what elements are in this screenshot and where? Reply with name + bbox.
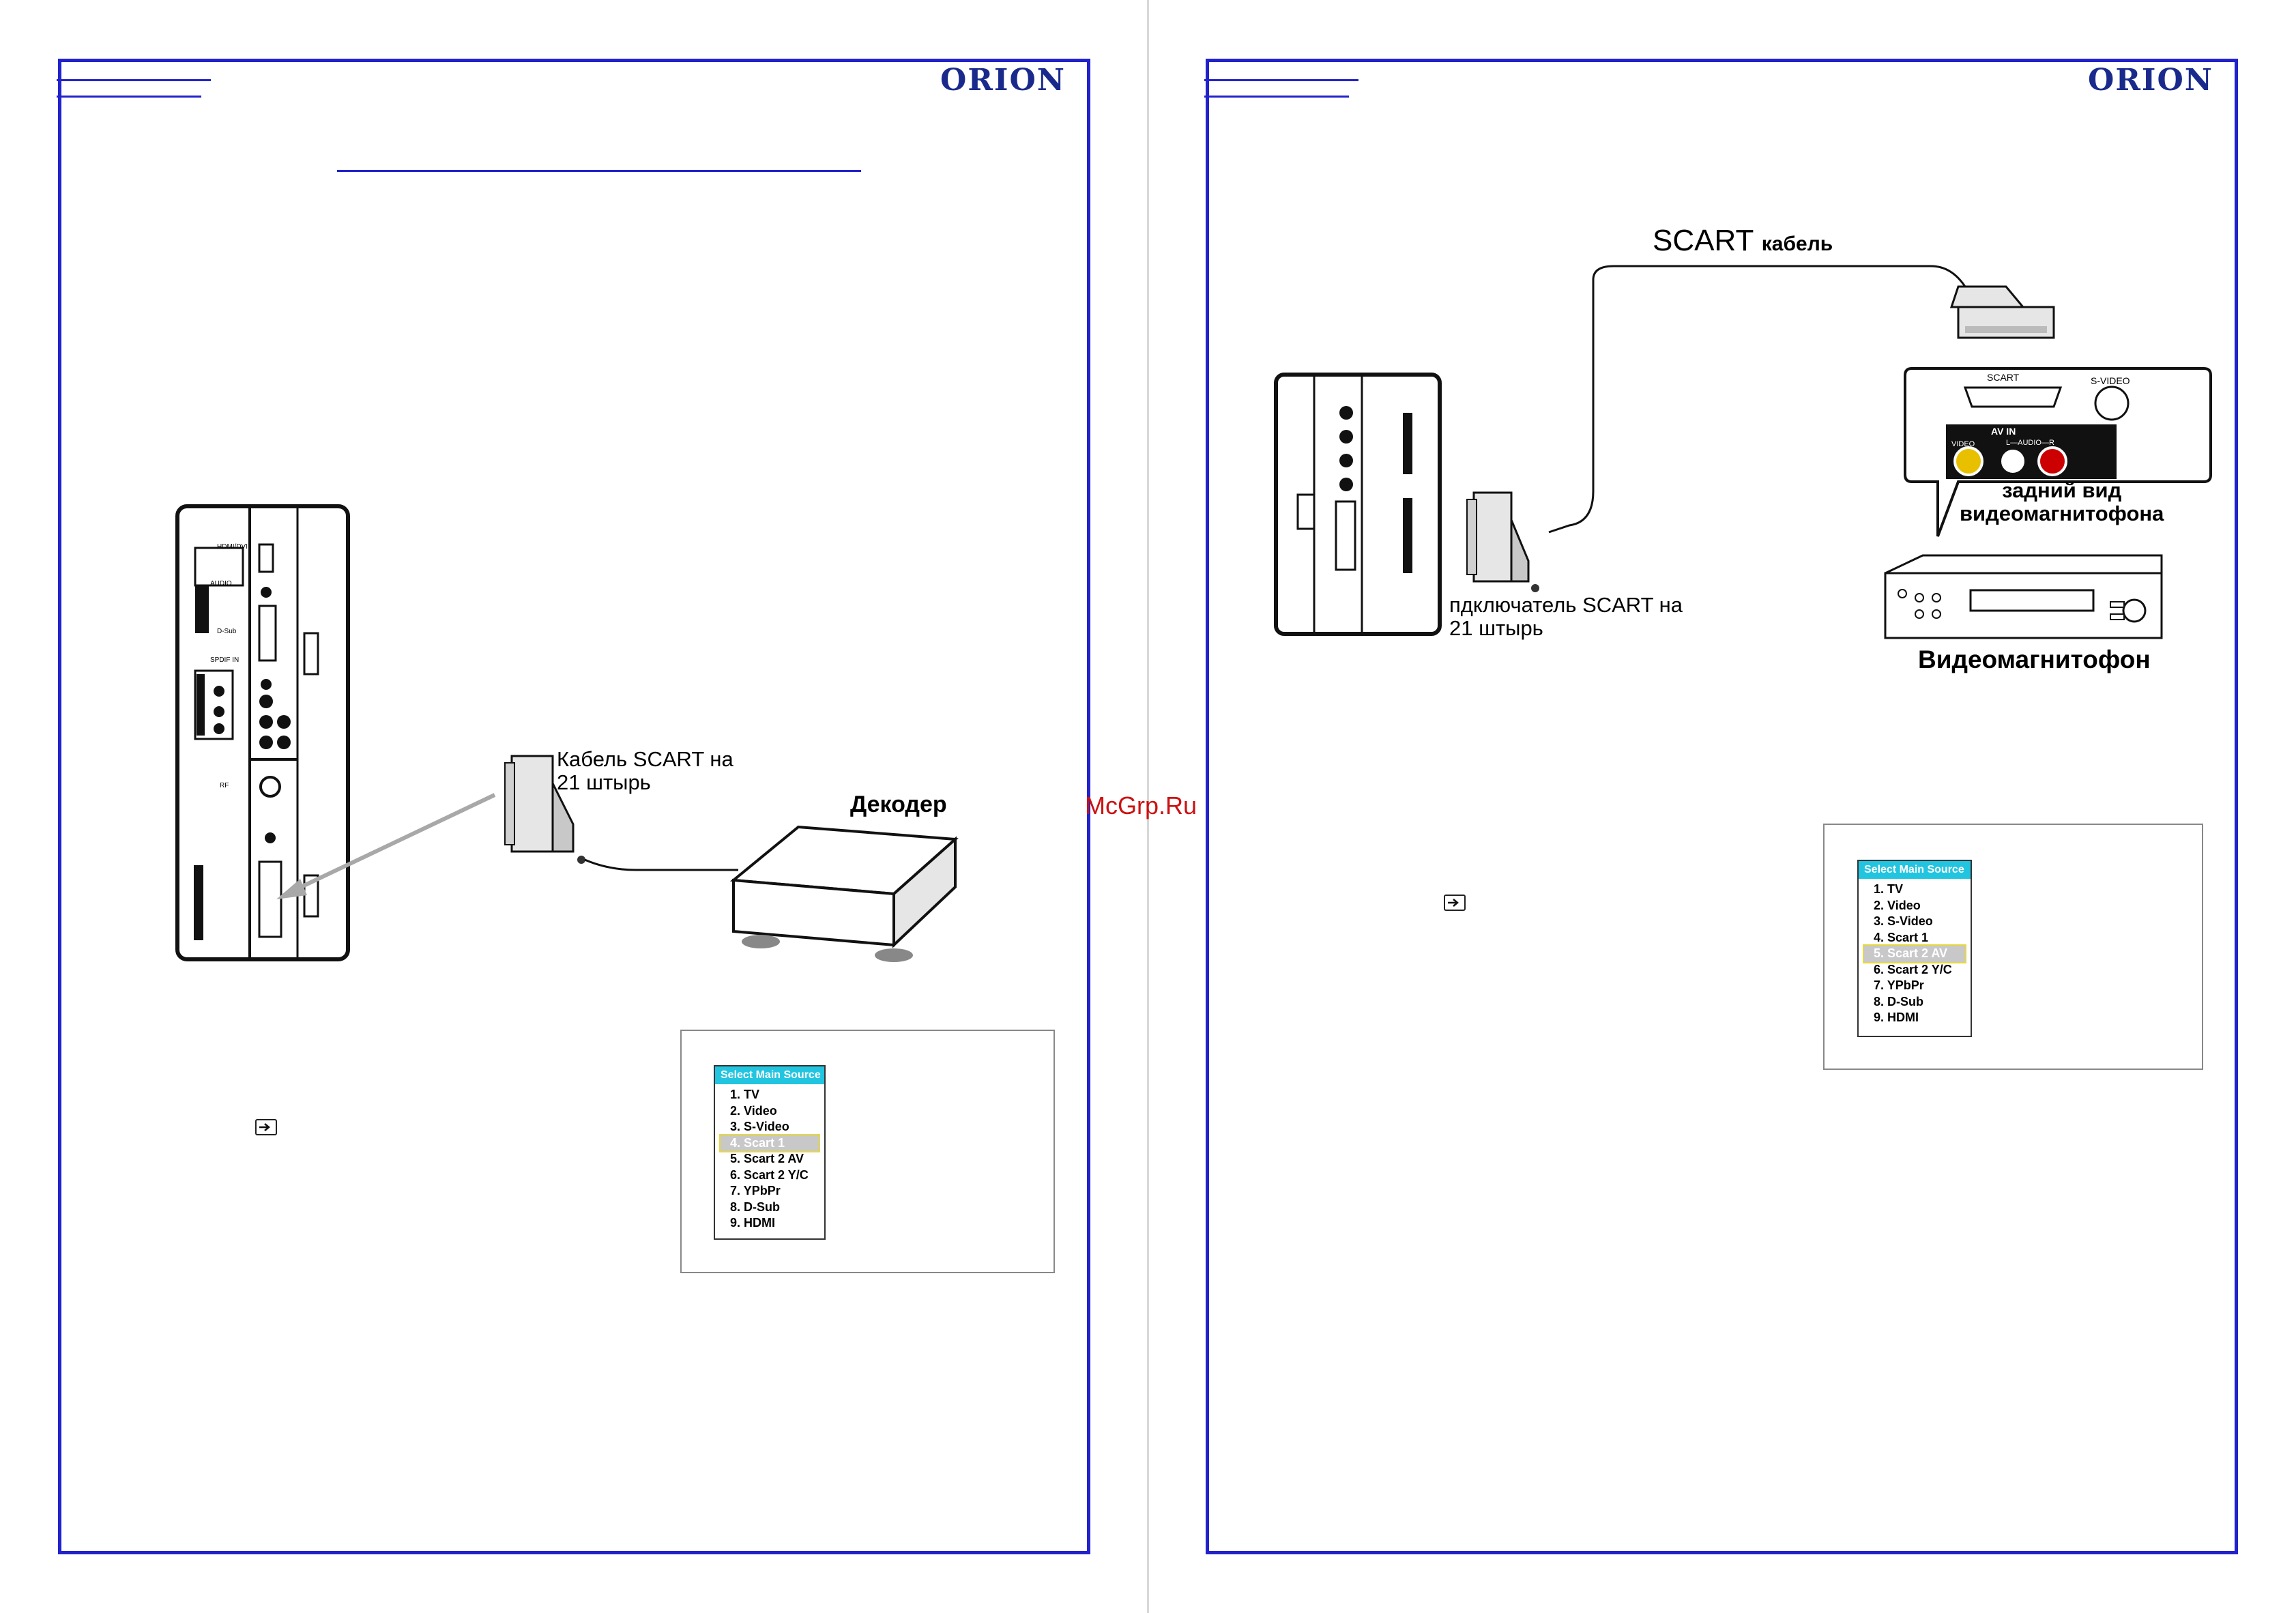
right-header-rule-2 xyxy=(1204,96,1349,98)
page-divider xyxy=(1147,0,1149,1613)
vcr-rear-view-label: задний вид видеомагнитофона xyxy=(1960,478,2164,525)
tv-label-audio: AUDIO xyxy=(210,580,232,587)
scart-cable-label: SCART кабель xyxy=(1653,224,1833,258)
scart-plug-top xyxy=(1930,265,2055,339)
right-menu-item[interactable]: 9. HDMI xyxy=(1874,1011,1919,1024)
left-title-underline xyxy=(337,170,861,172)
vcr-device-label: Видеомагнитофон xyxy=(1918,645,2151,673)
vcr-label-audio: L—AUDIO—R xyxy=(2006,439,2054,447)
tv-label-rf: RF xyxy=(220,782,229,789)
tv-label-spdif: SPDIF IN xyxy=(210,656,239,664)
left-cable-label: Кабель SCART на 21 штырь xyxy=(557,747,733,794)
tv-label-hdmi: HDMI/DVI xyxy=(217,543,248,551)
scart-cable-label-sub: кабель xyxy=(1761,233,1833,255)
left-menu-item[interactable]: 9. HDMI xyxy=(730,1216,776,1230)
right-menu-item[interactable]: 1. TV xyxy=(1874,882,1904,896)
vcr-illustration xyxy=(1884,554,2163,639)
right-menu-item-selected[interactable]: 5. Scart 2 AV xyxy=(1863,944,1966,963)
left-menu-item[interactable]: 2. Video xyxy=(730,1103,777,1118)
right-menu-title: Select Main Source xyxy=(1859,861,1971,879)
left-header-rule-2 xyxy=(57,96,201,98)
left-menu-item[interactable]: 3. S-Video xyxy=(730,1120,789,1133)
vcr-label-svideo: S-VIDEO xyxy=(2091,375,2130,386)
right-menu-item[interactable]: 4. Scart 1 xyxy=(1874,930,1929,944)
right-header-rule-1 xyxy=(1204,79,1358,81)
scart-cable-illustration xyxy=(1548,265,1931,534)
tv-side-panel-illustration-right xyxy=(1274,373,1442,636)
scart-plug-right-small xyxy=(1466,491,1539,592)
vcr-label-scart: SCART xyxy=(1987,372,2020,383)
input-source-icon xyxy=(255,1119,277,1135)
vcr-label-video: VIDEO xyxy=(1951,440,1975,448)
left-menu-item-selected[interactable]: 4. Scart 1 xyxy=(719,1133,820,1152)
left-source-menu: Select Main Source 1. TV 2. Video 3. S-V… xyxy=(714,1065,826,1240)
connection-arrow xyxy=(276,793,496,899)
left-menu-title: Select Main Source xyxy=(715,1066,824,1084)
decoder-label: Декодер xyxy=(850,791,947,817)
right-page-frame xyxy=(1206,59,2238,1554)
right-source-menu: Select Main Source 1. TV 2. Video 3. S-V… xyxy=(1857,860,1972,1037)
brand-logo-right: ORION xyxy=(2088,63,2214,98)
left-menu-item[interactable]: 6. Scart 2 Y/C xyxy=(730,1167,809,1182)
brand-logo: ORION xyxy=(940,63,1066,98)
decoder-illustration xyxy=(729,825,959,962)
right-menu-item[interactable]: 2. Video xyxy=(1874,898,1921,912)
input-source-icon-right xyxy=(1444,895,1466,911)
right-menu-item[interactable]: 8. D-Sub xyxy=(1874,994,1924,1008)
right-menu-item[interactable]: 6. Scart 2 Y/C xyxy=(1874,962,1952,976)
scart-cable-label-main: SCART xyxy=(1653,224,1754,257)
left-menu-item[interactable]: 8. D-Sub xyxy=(730,1200,781,1214)
left-menu-item[interactable]: 1. TV xyxy=(730,1088,760,1101)
left-header-rule-1 xyxy=(57,79,211,81)
right-menu-item[interactable]: 7. YPbPr xyxy=(1874,978,1924,992)
vcr-label-avin: AV IN xyxy=(1991,426,2016,437)
scart-connector-label: пдключатель SCART на 21 штырь xyxy=(1449,593,1683,640)
left-menu-item[interactable]: 7. YPbPr xyxy=(730,1184,781,1197)
left-page-frame xyxy=(58,59,1090,1554)
right-menu-item[interactable]: 3. S-Video xyxy=(1874,914,1933,928)
watermark-text: McGrp.Ru xyxy=(1085,791,1197,819)
left-menu-item[interactable]: 5. Scart 2 AV xyxy=(730,1152,804,1165)
tv-label-dsub: D-Sub xyxy=(217,628,237,635)
